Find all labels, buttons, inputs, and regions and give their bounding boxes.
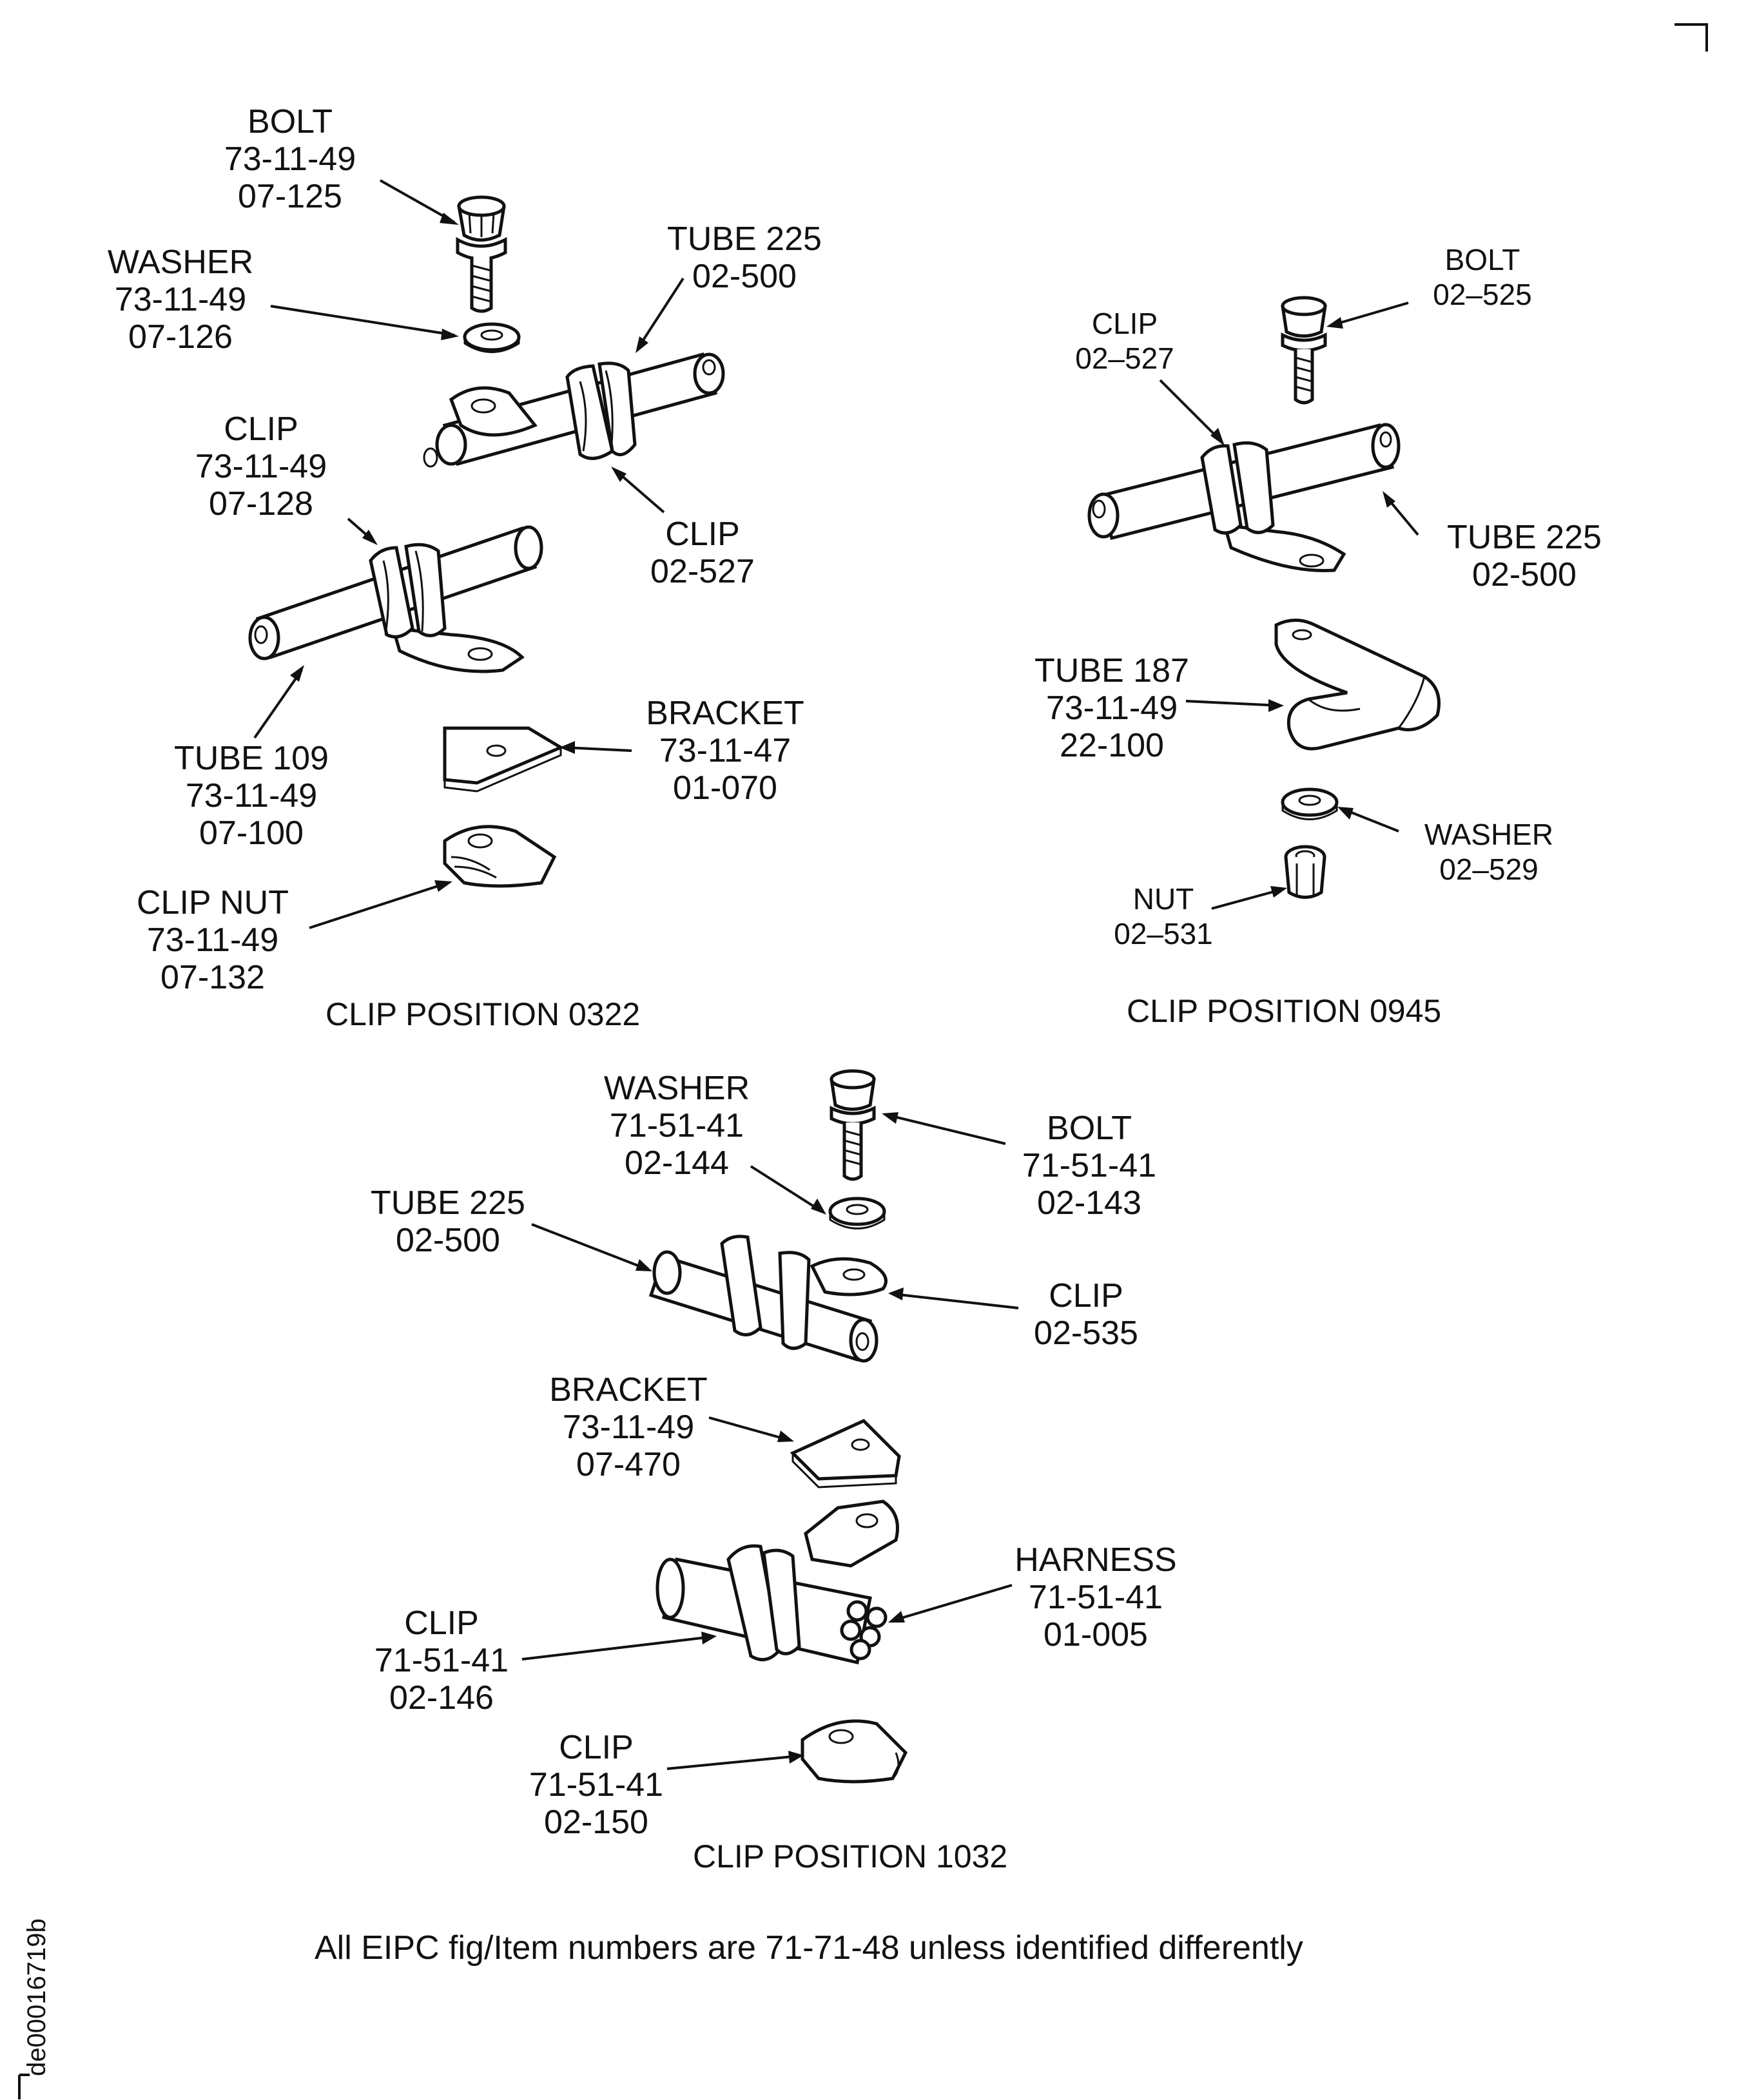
label-clip-c-1032: CLIP 71-51-41 02-150: [529, 1729, 664, 1841]
position-1032-parts: [648, 1069, 908, 1784]
leader-lines-1032: [521, 1112, 1019, 1770]
label-harness-1032: HARNESS 71-51-41 01-005: [1014, 1541, 1177, 1653]
label-clipnut-0322: CLIP NUT 73-11-49 07-132: [137, 884, 289, 996]
label-bracket-0322: BRACKET 73-11-47 01-070: [646, 695, 804, 807]
crop-mark-bottom: [18, 2074, 30, 2099]
position-0945-parts: [1087, 296, 1441, 899]
bracket-0322: [443, 726, 565, 793]
bracket-1032: [790, 1419, 901, 1488]
label-tube109-0322: TUBE 109 73-11-49 07-100: [174, 740, 329, 852]
nut-0945: [1284, 845, 1326, 899]
label-bolt-0945: BOLT 02–525: [1433, 243, 1532, 311]
tube-225-0322: [423, 352, 725, 468]
label-clip-0945: CLIP 02–527: [1075, 307, 1174, 375]
image-id: de00016719b: [23, 1918, 51, 2076]
tube-109-0322: [248, 525, 543, 673]
title-clip-position-0322: CLIP POSITION 0322: [325, 996, 641, 1032]
leader-lines-0322: [253, 179, 684, 929]
clip-1032-bottom: [801, 1719, 908, 1784]
label-washer-0945: WASHER 02–529: [1424, 818, 1554, 886]
label-clip-a-0322: CLIP 73-11-49 07-128: [195, 410, 327, 523]
label-tube187-0945: TUBE 187 73-11-49 22-100: [1034, 652, 1189, 764]
footnote: All EIPC fig/Item numbers are 71-71-48 u…: [315, 1929, 1303, 1967]
position-0322-parts: [248, 195, 725, 888]
washer-0322: [463, 322, 521, 353]
bolt-1032: [830, 1069, 876, 1181]
label-washer-1032: WASHER 71-51-41 02-144: [603, 1070, 750, 1182]
tube-225-0945: [1087, 423, 1401, 573]
crop-mark: [1674, 23, 1708, 52]
washer-1032: [828, 1197, 886, 1229]
leader-lines-0945: [1159, 302, 1419, 910]
title-clip-position-1032: CLIP POSITION 1032: [693, 1838, 1008, 1874]
label-clip-b-0322: CLIP 02-527: [650, 515, 755, 590]
label-tube225-1032: TUBE 225 02-500: [371, 1184, 525, 1259]
washer-0945: [1281, 787, 1339, 820]
label-tube225-0945: TUBE 225 02-500: [1447, 519, 1602, 593]
label-clip-b-1032: CLIP 71-51-41 02-146: [374, 1604, 509, 1717]
label-washer-0322: WASHER 73-11-49 07-126: [107, 244, 254, 356]
tube-225-1032: [648, 1235, 888, 1363]
label-bolt-1032: BOLT 71-51-41 02-143: [1022, 1110, 1157, 1222]
label-tube225-0322: TUBE 225 02-500: [667, 220, 822, 295]
harness-clip-1032: [655, 1499, 899, 1665]
clip-nut-0322: [443, 825, 557, 888]
bolt-0322: [456, 195, 507, 313]
title-clip-position-0945: CLIP POSITION 0945: [1127, 993, 1442, 1029]
label-clip-a-1032: CLIP 02-535: [1034, 1277, 1138, 1352]
bolt-0945: [1281, 296, 1327, 405]
label-bracket-1032: BRACKET 73-11-49 07-470: [549, 1371, 708, 1483]
tube-187-0945: [1274, 619, 1441, 751]
label-bolt-0322: BOLT 73-11-49 07-125: [224, 103, 356, 215]
label-nut-0945: NUT 02–531: [1114, 882, 1213, 950]
